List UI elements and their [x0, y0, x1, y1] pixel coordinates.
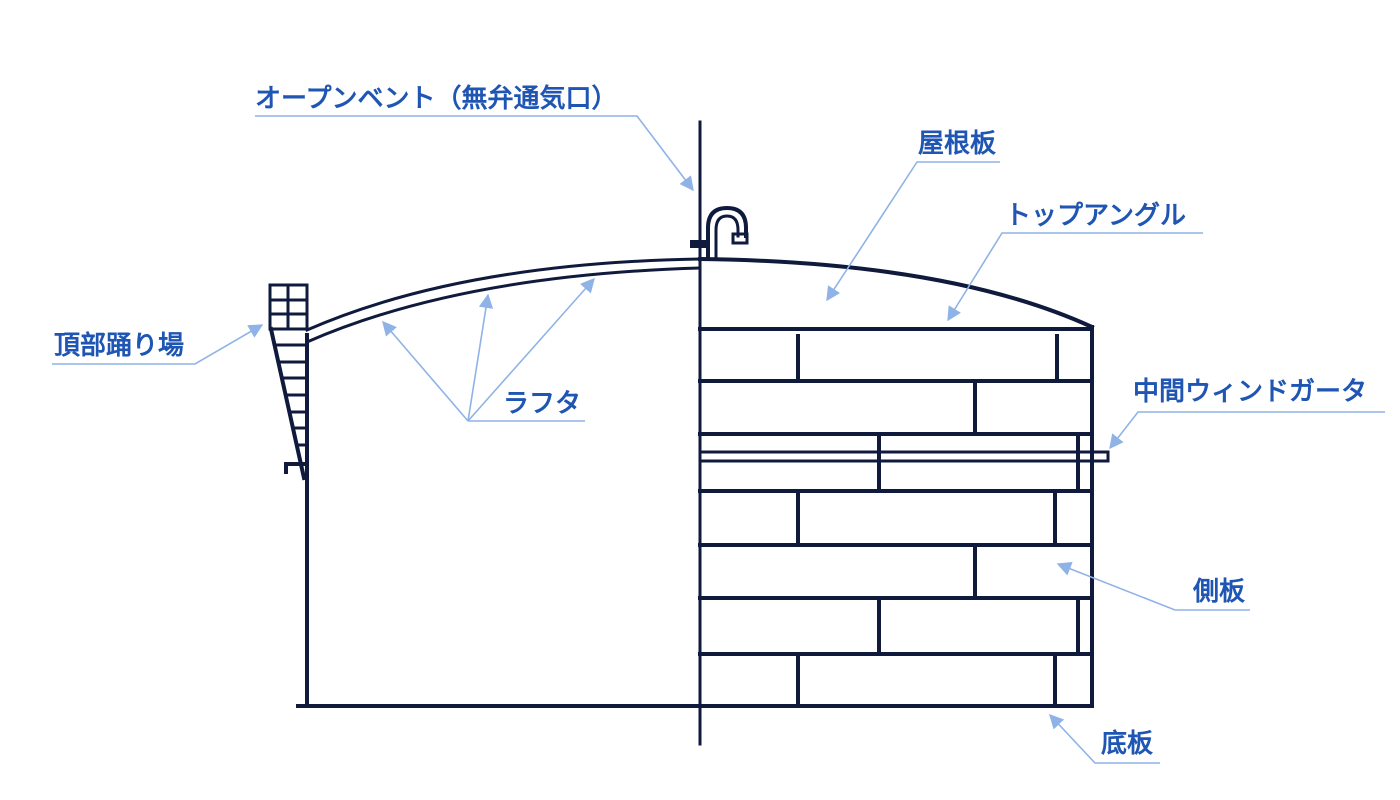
label-top-angle: トップアングル — [1005, 201, 1186, 231]
tank-structure — [268, 120, 1110, 746]
leader-bottom-plate — [1049, 713, 1160, 764]
left-roof-inner — [305, 266, 702, 344]
leader-rafter-1 — [382, 320, 469, 422]
labels: オープンベント（無弁通気口） 屋根板 トップアングル 頂部踊り場 ラフタ 中間ウ… — [54, 83, 1367, 759]
open-vent — [690, 205, 749, 260]
shell-plate-seams — [796, 334, 1080, 708]
left-roof-outer — [305, 257, 702, 332]
label-roof-plate: 屋根板 — [918, 129, 996, 159]
top-platform-ladder — [268, 283, 309, 481]
right-roof-plate — [697, 256, 1095, 330]
leader-lines — [52, 115, 1385, 764]
label-shell-plate: 側板 — [1192, 577, 1245, 607]
label-open-vent: オープンベント（無弁通気口） — [255, 83, 617, 114]
leader-wind-girder — [1109, 411, 1385, 450]
label-rafter: ラフタ — [503, 389, 581, 419]
label-wind-girder: 中間ウィンドガータ — [1133, 377, 1367, 407]
leader-rafter-3 — [467, 277, 595, 422]
label-bottom-plate: 底板 — [1101, 728, 1153, 759]
label-top-platform: 頂部踊り場 — [54, 331, 184, 361]
shell-plate-courses — [698, 379, 1094, 656]
leader-top-angle — [947, 232, 1203, 322]
leader-shell-plate — [1056, 562, 1250, 611]
wind-girder-bar — [698, 450, 1110, 463]
leader-open-vent — [255, 115, 694, 192]
leader-roof-plate — [826, 161, 1000, 302]
leader-top-platform — [52, 324, 264, 365]
leader-rafter-2 — [467, 293, 494, 422]
